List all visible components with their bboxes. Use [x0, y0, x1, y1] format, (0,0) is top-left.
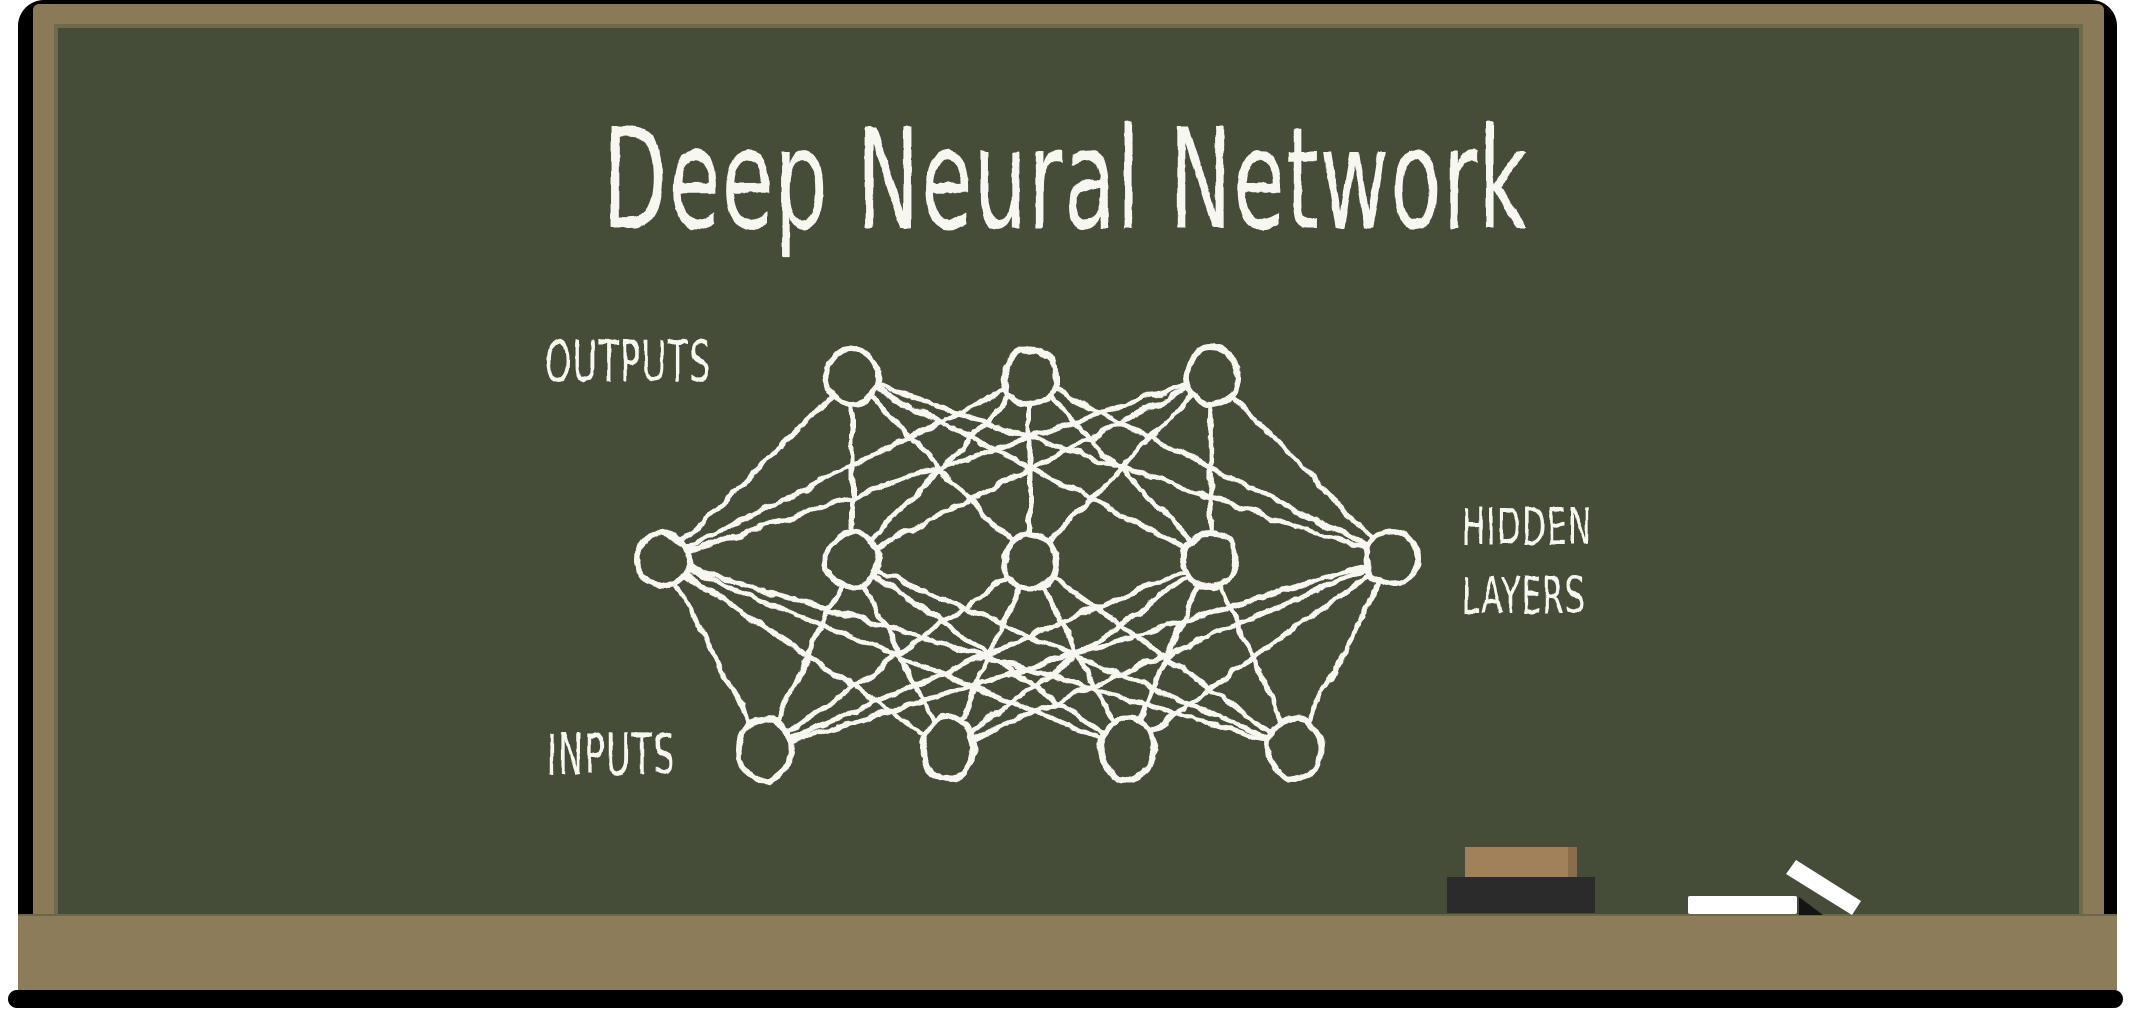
network-edge [660, 374, 1033, 563]
chalk-stick-flat [1688, 896, 1797, 914]
hidden-layers-label-line1: HIDDEN [1462, 498, 1593, 556]
network-node [1001, 346, 1059, 408]
board-frame [33, 4, 2104, 914]
network-edge [1027, 373, 1215, 564]
network-edge [660, 557, 951, 752]
network-node [823, 346, 881, 408]
outputs-label: OUTPUTS [545, 330, 712, 395]
output-layer [823, 345, 1241, 408]
network-edge [945, 555, 1395, 752]
network-node [919, 715, 977, 783]
network-edge [1291, 555, 1395, 752]
network-edge [660, 557, 1297, 752]
network-node [1183, 345, 1241, 407]
network-edge [660, 374, 855, 563]
network-edge [1124, 555, 1395, 752]
network-edge [660, 557, 768, 752]
network-edge [762, 557, 1213, 752]
input-layer [736, 715, 1323, 783]
hidden-layer [634, 528, 1421, 591]
network-node [1265, 715, 1323, 783]
eraser-base [1447, 877, 1595, 913]
network-node [1181, 530, 1239, 590]
network-diagram [634, 345, 1421, 783]
board-surface [54, 24, 2083, 914]
network-edge [849, 373, 1215, 563]
network-edge [660, 373, 1215, 563]
network-node [1098, 715, 1156, 783]
eraser-felt [1465, 847, 1577, 877]
board-title: Deep Neural Network [602, 99, 1529, 262]
network-edge [762, 558, 1033, 752]
chalk-sticks [1688, 860, 1861, 915]
network-edges [660, 373, 1395, 752]
chalk-tray [18, 914, 2117, 990]
hidden-layers-label-line2: LAYERS [1462, 567, 1586, 625]
network-edge [762, 557, 855, 752]
network-node [1363, 528, 1421, 588]
inputs-label: INPUTS [547, 723, 676, 788]
network-node [634, 530, 692, 590]
network-node [1001, 531, 1059, 591]
eraser [1447, 847, 1595, 913]
network-nodes [634, 345, 1421, 783]
tray-shadow [8, 990, 2123, 1008]
network-edge [1209, 373, 1395, 561]
network-edge [762, 555, 1395, 752]
chalk-shadow [1799, 897, 1823, 915]
chalk-stick-leaning [1786, 860, 1861, 915]
network-node [823, 530, 881, 590]
network-edge [1207, 557, 1297, 752]
network-node [736, 715, 794, 783]
